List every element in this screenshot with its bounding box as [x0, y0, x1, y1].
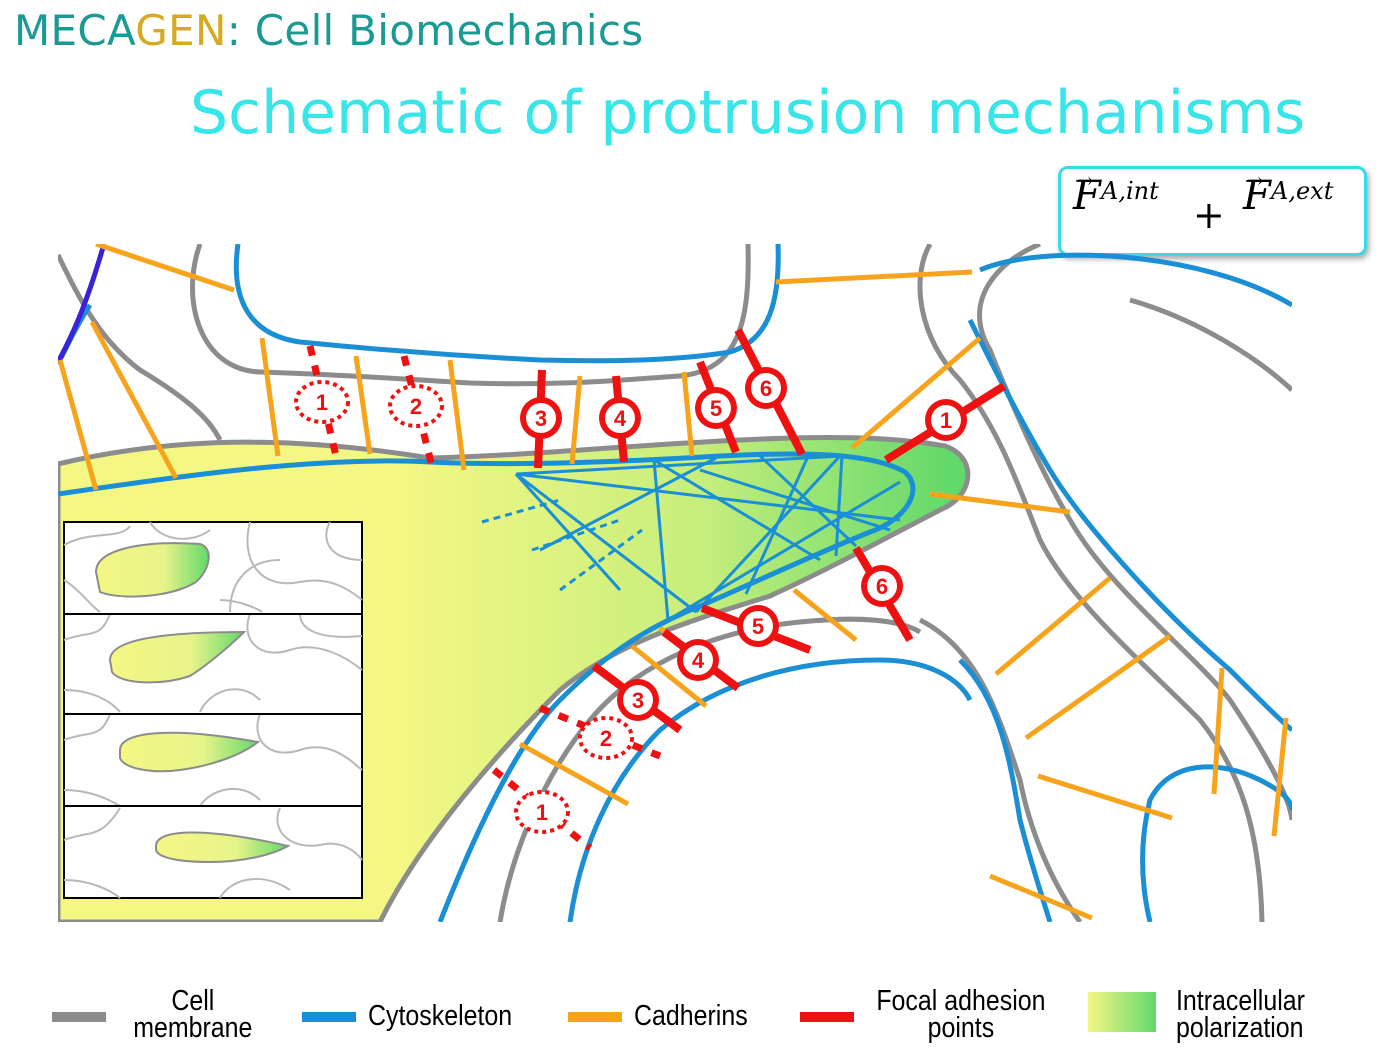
marker-label: 2: [410, 394, 422, 419]
marker-label: 1: [316, 390, 328, 415]
legend-cytoskeleton-text: Cytoskeleton: [368, 1000, 513, 1032]
header-text-meca: MECA: [14, 6, 136, 55]
legend-cadherins-text: Cadherins: [634, 1000, 748, 1032]
legend-membrane-line1: Cell: [171, 985, 215, 1017]
marker-label: 2: [600, 726, 612, 751]
inset-cell-2: [108, 630, 247, 684]
force-formula-box: F → A,int + F → A,ext: [1058, 166, 1367, 256]
marker-label: 5: [710, 396, 722, 421]
formula-term-int: F: [1073, 173, 1101, 219]
marker-label: 3: [632, 688, 644, 713]
legend-membrane-swatch: [52, 1012, 106, 1022]
legend-polarization-line1: Intracellular: [1176, 985, 1305, 1017]
legend-focal-label: Focal adhesion points: [862, 985, 1060, 1044]
formula-sup-ext: A,ext: [1271, 177, 1334, 205]
actin-network: [481, 451, 901, 622]
marker-label: 1: [536, 800, 548, 825]
marker-label: 6: [876, 574, 888, 599]
marker-bottom-4: 4: [677, 639, 719, 681]
legend-polarization-swatch: [1088, 992, 1156, 1032]
legend-membrane-line2: membrane: [133, 1012, 253, 1044]
vector-arrow-icon: →: [1075, 169, 1094, 194]
inset-cell-3: [119, 731, 261, 773]
legend-cytoskeleton-swatch: [302, 1012, 356, 1022]
marker-top-6: 6: [745, 367, 787, 409]
marker-label: 6: [760, 376, 772, 401]
legend-focal-swatch: [800, 1012, 854, 1022]
marker-top-3: 3: [520, 397, 562, 439]
legend-cadherins-label: Cadherins: [634, 1000, 772, 1032]
legend-cadherins-swatch: [568, 1012, 622, 1022]
cadherins: [58, 244, 1289, 921]
marker-label: 3: [535, 406, 547, 431]
legend-membrane-label: Cell membrane: [124, 985, 262, 1044]
purple-membrane-segment: [58, 244, 107, 364]
marker-label: 5: [752, 614, 764, 639]
marker-bottom-6: 6: [861, 565, 903, 607]
legend-polarization-line2: polarization: [1176, 1012, 1304, 1044]
marker-top-1: 1: [294, 380, 350, 424]
marker-label: 1: [940, 408, 952, 433]
marker-bottom-3: 3: [617, 679, 659, 721]
marker-top-2: 2: [388, 384, 444, 428]
legend-focal-line2: points: [927, 1012, 995, 1044]
inset-cell-1: [94, 542, 210, 598]
formula-plus: +: [1193, 193, 1225, 237]
vector-arrow-icon: →: [1245, 169, 1264, 194]
marker-bottom-2: 2: [578, 716, 634, 760]
formula-term-ext: F: [1243, 173, 1271, 219]
legend-cytoskeleton-label: Cytoskeleton: [368, 1000, 540, 1032]
slide-title: Schematic of protrusion mechanisms: [190, 78, 1306, 148]
app-header: MECAGEN: Cell Biomechanics: [14, 6, 643, 55]
adhesion-markers: 1 2 3 4 5 6 1 6 5 4 3 2 1: [294, 367, 967, 834]
marker-top-5: 5: [695, 387, 737, 429]
inset-panels: [63, 521, 363, 899]
header-text-gen: GEN: [135, 6, 227, 55]
marker-top-4: 4: [599, 397, 641, 439]
formula-sup-int: A,int: [1101, 177, 1159, 205]
legend-polarization-label: Intracellular polarization: [1176, 985, 1331, 1044]
marker-label: 4: [614, 406, 627, 431]
marker-bottom-1: 1: [514, 790, 570, 834]
marker-label: 4: [692, 648, 705, 673]
legend-focal-line1: Focal adhesion: [876, 985, 1046, 1017]
header-text-rest: : Cell Biomechanics: [226, 6, 644, 55]
inset-cell-4: [155, 831, 291, 864]
marker-right-1: 1: [925, 399, 967, 441]
marker-bottom-5: 5: [737, 605, 779, 647]
